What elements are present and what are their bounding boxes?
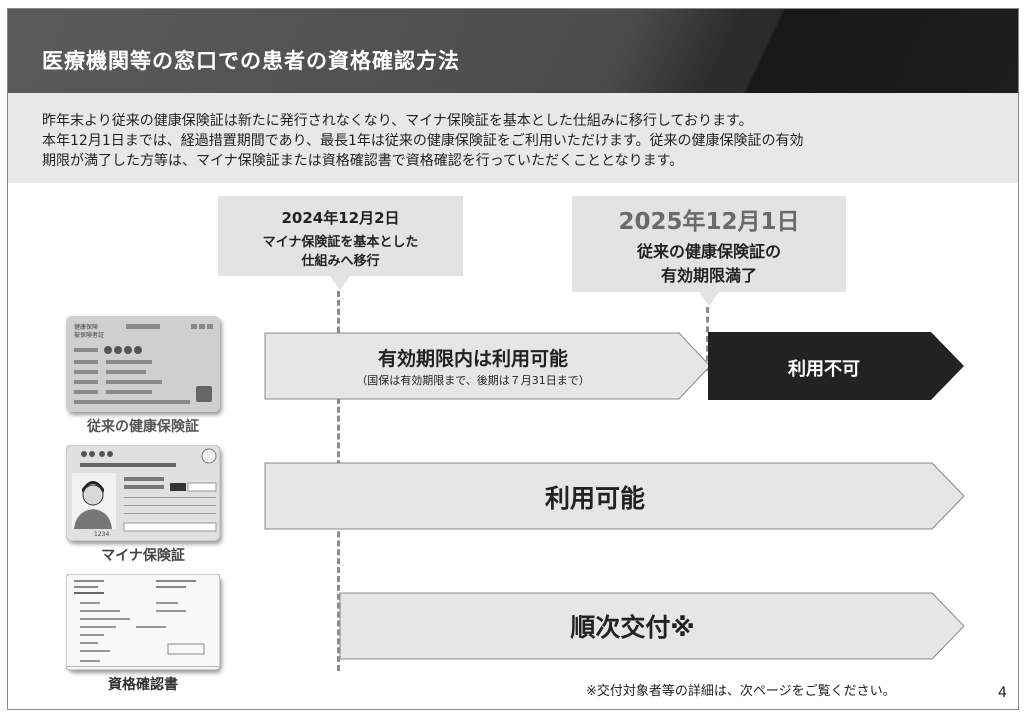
intro-box: 昨年末より従来の健康保険証は新たに発行されなくなり、マイナ保険証を基本とした仕組… bbox=[8, 93, 1018, 183]
arrow-label: 順次交付※ bbox=[570, 613, 695, 642]
arrow-sequential-issue: 順次交付※ bbox=[339, 592, 966, 660]
page-number: 4 bbox=[998, 685, 1007, 701]
timeline-marker-2025 bbox=[706, 307, 709, 371]
arrow-shape bbox=[708, 332, 964, 400]
my-number-card-label: マイナ保険証 bbox=[101, 548, 185, 564]
callout-date: 2025年12月1日 bbox=[618, 209, 800, 235]
intro-line-2: 本年12月1日までは、経過措置期間であり、最長1年は従来の健康保険証をご利用いた… bbox=[42, 133, 804, 149]
insurance-card-label: 従来の健康保険証 bbox=[87, 419, 199, 435]
arrow-label: 有効期限内は利用可能 bbox=[377, 348, 568, 370]
intro-line-3: 期限が満了した方等は、マイナ保険証または資格確認書で資格確認を行っていただくこと… bbox=[42, 153, 684, 169]
callout-line: マイナ保険証を基本とした bbox=[262, 235, 419, 250]
arrow-label: 利用不可 bbox=[788, 359, 860, 380]
card-text: 被保険者証 bbox=[74, 332, 105, 339]
health-insurance-card-image: 健康保険 被保険者証 bbox=[66, 316, 220, 412]
eligibility-certificate-image bbox=[65, 573, 221, 671]
arrow-shape bbox=[339, 592, 965, 660]
arrow-unusable: 利用不可 bbox=[708, 332, 966, 400]
arrow-valid-period: 有効期限内は利用可能 （国保は有効期限まで、後期は７月31日まで） bbox=[264, 332, 712, 400]
arrow-shape bbox=[264, 332, 711, 400]
my-number-card-image: 1234 bbox=[65, 444, 221, 542]
insurance-card-graphic bbox=[66, 316, 220, 412]
arrow-label: 利用可能 bbox=[544, 484, 645, 513]
certificate-label: 資格確認書 bbox=[108, 677, 178, 693]
intro-line-1: 昨年末より従来の健康保険証は新たに発行されなくなり、マイナ保険証を基本とした仕組… bbox=[42, 113, 753, 129]
callout-pointer bbox=[330, 276, 350, 290]
title-bar-accent bbox=[690, 9, 1018, 93]
card-number: 1234 bbox=[94, 531, 110, 538]
callout-pointer bbox=[699, 292, 719, 306]
callout-expiry-date: 2025年12月1日 従来の健康保険証の 有効期限満了 bbox=[572, 196, 846, 306]
card-text: 健康保険 bbox=[74, 324, 99, 331]
title-bar: 医療機関等の窓口での患者の資格確認方法 bbox=[8, 9, 1018, 93]
callout-line: 従来の健康保険証の bbox=[636, 242, 781, 261]
callout-date: 2024年12月2日 bbox=[281, 209, 400, 227]
arrow-sublabel: （国保は有効期限まで、後期は７月31日まで） bbox=[356, 374, 590, 387]
footnote: ※交付対象者等の詳細は、次ページをご覧ください。 bbox=[586, 684, 896, 699]
arrow-usable: 利用可能 bbox=[264, 462, 966, 530]
my-number-card-graphic bbox=[65, 444, 221, 542]
callout-line: 有効期限満了 bbox=[660, 266, 757, 285]
certificate-graphic bbox=[65, 573, 221, 671]
slide: 医療機関等の窓口での患者の資格確認方法 昨年末より従来の健康保険証は新たに発行さ… bbox=[7, 8, 1019, 710]
callout-transition-date: 2024年12月2日 マイナ保険証を基本とした 仕組みへ移行 bbox=[218, 196, 463, 290]
callout-line: 仕組みへ移行 bbox=[301, 254, 380, 269]
slide-title: 医療機関等の窓口での患者の資格確認方法 bbox=[42, 49, 460, 73]
arrow-shape bbox=[264, 462, 965, 530]
